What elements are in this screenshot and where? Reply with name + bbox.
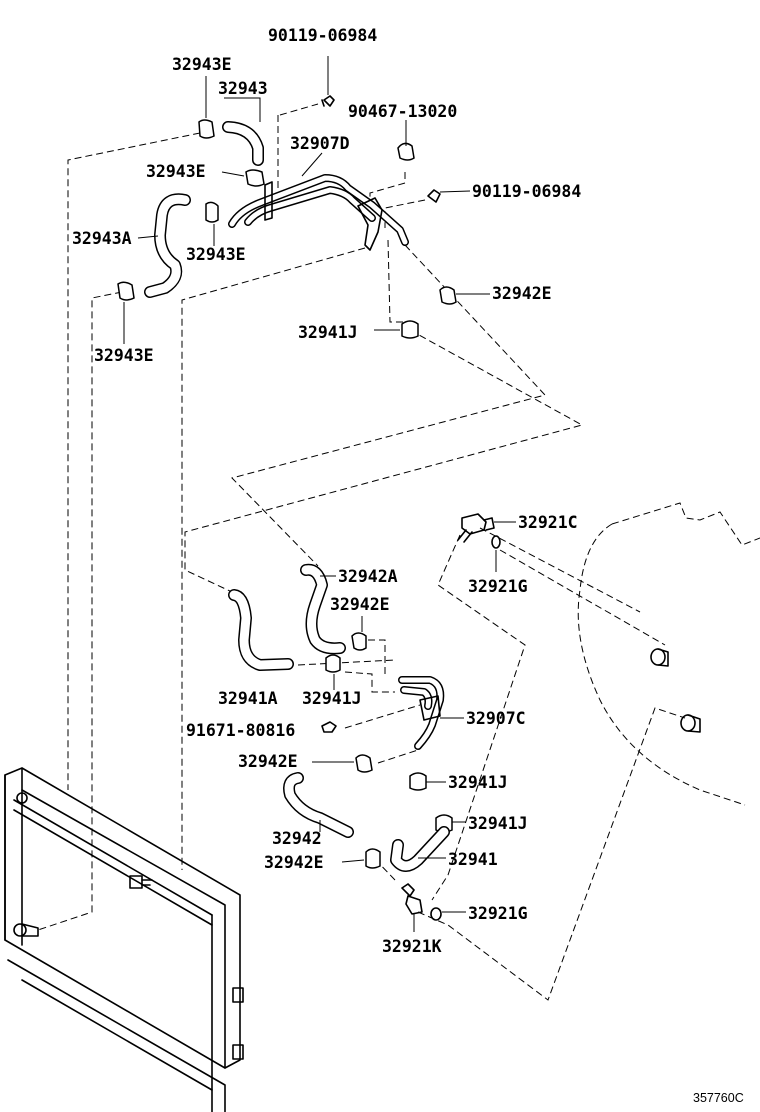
- bolt-91671: [321, 721, 337, 733]
- label-32907D: 32907D: [290, 134, 350, 153]
- label-32942E-lower: 32942E: [238, 752, 298, 771]
- hose-clamp-32941J-b: [325, 654, 341, 690]
- hose-clamp-32942E-d: [341, 848, 381, 869]
- hose-clamp-32942E-a: [439, 286, 490, 305]
- label-32941J-middle: 32941J: [302, 689, 362, 708]
- union-32921K: [401, 883, 423, 932]
- hose-32941A: [228, 589, 294, 671]
- label-32941J-bottom: 32941J: [468, 814, 528, 833]
- figure-reference: 357760C: [693, 1091, 744, 1105]
- hose-clamp-32942E-c: [312, 754, 373, 773]
- hose-32942: [283, 772, 354, 838]
- label-32941J-lower: 32941J: [448, 773, 508, 792]
- hose-clamp-32943E-d: [117, 281, 135, 344]
- label-32921K: 32921K: [382, 937, 442, 956]
- pipe-32907D: [228, 152, 409, 251]
- hose-32943: [222, 97, 264, 166]
- label-90119-06984-middle: 90119-06984: [472, 182, 581, 201]
- label-32941: 32941: [448, 850, 498, 869]
- label-32942E-middle: 32942E: [330, 595, 390, 614]
- label-32942E-upper: 32942E: [492, 284, 552, 303]
- label-32941A: 32941A: [218, 689, 278, 708]
- label-32943A: 32943A: [72, 229, 132, 248]
- label-32921C: 32921C: [518, 513, 578, 532]
- label-91671-80816: 91671-80816: [186, 721, 295, 740]
- label-32943E-top: 32943E: [172, 55, 232, 74]
- label-32942E-bottom: 32942E: [264, 853, 324, 872]
- hose-clamp-32943E-b: [221, 169, 265, 187]
- label-32921G-upper: 32921G: [468, 577, 528, 596]
- transmission-housing: [577, 502, 760, 806]
- transmission-port-lower: [680, 714, 701, 733]
- label-32921G-lower: 32921G: [468, 904, 528, 923]
- pipe-32907C: [398, 676, 464, 750]
- hose-clamp-90467: [397, 120, 415, 161]
- radiator: [4, 767, 244, 1112]
- hose-32941: [390, 826, 450, 872]
- label-32941J-upper: 32941J: [298, 323, 358, 342]
- label-32943: 32943: [218, 79, 268, 98]
- label-32943E-bottom: 32943E: [94, 346, 154, 365]
- gasket-32921G-b: [430, 907, 466, 921]
- hose-clamp-32943E-top: [198, 76, 215, 139]
- bolt-90119-top: [321, 56, 335, 107]
- hose-clamp-32941J-a: [374, 320, 419, 339]
- hose-32942A: [300, 563, 346, 655]
- hose-clamp-32943E-c: [205, 201, 219, 246]
- label-32943E-lower: 32943E: [186, 245, 246, 264]
- hose-32943A: [137, 193, 191, 298]
- label-90467-13020: 90467-13020: [348, 102, 457, 121]
- label-32907C: 32907C: [466, 709, 526, 728]
- label-90119-06984-top: 90119-06984: [268, 26, 377, 45]
- label-32942A: 32942A: [338, 567, 398, 586]
- part-labels: 90119-06984 32943E 32943 90467-13020 329…: [72, 26, 744, 1105]
- union-32921C: [457, 513, 516, 543]
- bolt-90119-mid: [427, 189, 471, 203]
- hose-clamp-32941J-c: [409, 772, 446, 791]
- transmission-port-upper: [650, 648, 669, 667]
- assembly-guide-lines: [37, 103, 686, 1001]
- label-32943E-middle: 32943E: [146, 162, 206, 181]
- radiator-drain-fitting: [129, 875, 153, 889]
- hose-clamp-32942E-b: [351, 616, 367, 651]
- gasket-32921G-a: [491, 535, 501, 572]
- label-32942: 32942: [272, 829, 322, 848]
